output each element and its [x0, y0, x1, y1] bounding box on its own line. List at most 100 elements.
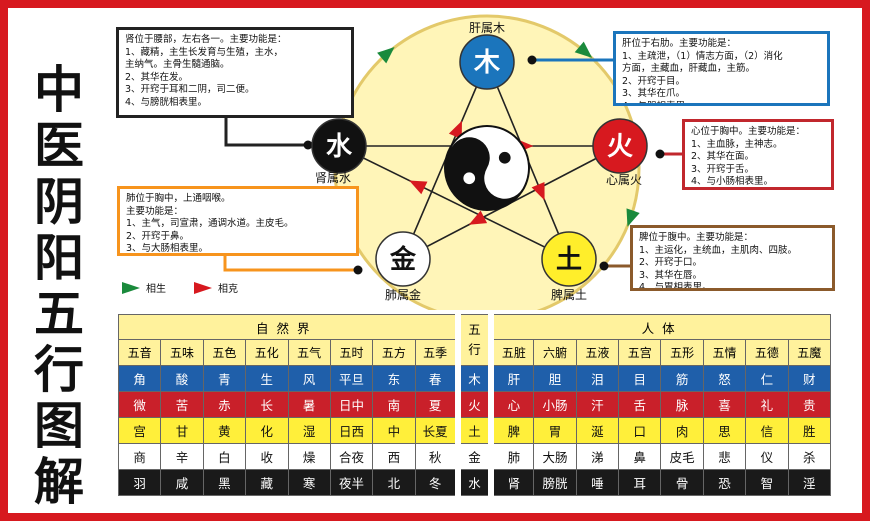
table-cell: 咸 — [160, 469, 204, 496]
element-char: 水 — [326, 132, 353, 162]
table-row: 微苦赤长暑日中南夏火心小肠汗舌脉喜礼贵 — [117, 391, 831, 418]
title-char: 图 — [34, 397, 84, 455]
element-label: 肾属水 — [315, 171, 351, 185]
table-cell: 夏 — [414, 391, 459, 418]
column-header: 五音 — [117, 339, 162, 366]
table-cell: 礼 — [745, 391, 789, 418]
table-cell: 脉 — [660, 391, 704, 418]
table-cell: 平旦 — [329, 365, 374, 392]
column-header: 五液 — [575, 339, 620, 366]
table-header-groups: 自然界五行人体 — [117, 314, 831, 366]
element-circle — [311, 118, 367, 174]
table-cell: 杀 — [787, 443, 831, 470]
element-char: 土 — [556, 245, 582, 275]
table-row: 羽咸黑藏寒夜半北冬水肾膀胱唾耳骨恐智淫 — [117, 469, 831, 496]
sheng-arrowhead — [574, 41, 593, 58]
connector-line — [223, 256, 358, 272]
table-cell: 羽 — [117, 469, 162, 496]
table-cell: 大肠 — [533, 443, 577, 470]
table-cell: 黑 — [202, 469, 247, 496]
table-cell: 赤 — [202, 391, 247, 418]
column-header: 五方 — [372, 339, 416, 366]
table-cell: 唾 — [575, 469, 620, 496]
correspondence-table: 自然界五行人体五音五味五色五化五气五时五方五季五脏六腑五液五宫五形五情五德五魔角… — [117, 314, 831, 496]
table-cell: 湿 — [287, 417, 331, 444]
table-cell: 夜半 — [329, 469, 374, 496]
legend-ke-label: 相克 — [218, 284, 238, 295]
table-cell: 仁 — [745, 365, 789, 392]
table-cell: 财 — [787, 365, 831, 392]
table-cell: 肉 — [660, 417, 704, 444]
table-cell: 胆 — [533, 365, 577, 392]
table-cell: 思 — [702, 417, 747, 444]
wuxing-header: 五行 — [454, 314, 495, 366]
table-cell: 苦 — [160, 391, 204, 418]
column-header: 五气 — [287, 339, 331, 366]
connector-dot — [599, 261, 609, 271]
table-cell: 化 — [245, 417, 289, 444]
table-cell: 智 — [745, 469, 789, 496]
table-cell: 肾 — [490, 469, 535, 496]
table-cell: 冬 — [414, 469, 459, 496]
table-cell: 肺 — [490, 443, 535, 470]
title-char: 医 — [34, 117, 84, 175]
wuxing-cell: 木 — [454, 365, 495, 392]
green-arrow-icon — [122, 281, 140, 294]
table-cell: 淫 — [787, 469, 831, 496]
column-header: 五时 — [329, 339, 374, 366]
column-header: 五味 — [160, 339, 204, 366]
table-cell: 鼻 — [618, 443, 662, 470]
title-char: 行 — [34, 341, 84, 399]
element-char: 木 — [473, 48, 500, 78]
element-label: 心属火 — [606, 173, 642, 187]
ke-arrowhead — [409, 180, 428, 195]
column-header: 五情 — [702, 339, 747, 366]
legend: 相生 相克 — [122, 280, 238, 295]
ke-arrowhead — [448, 120, 462, 140]
table-cell: 甘 — [160, 417, 204, 444]
table-cell: 藏 — [245, 469, 289, 496]
title-char: 五 — [34, 285, 84, 343]
table-cell: 小肠 — [533, 391, 577, 418]
title-char: 阴 — [34, 173, 84, 231]
info-box-fire: 心位于胸中。主要功能是： 1、主血脉，主神志。 2、其华在面。 3、开窍于舌。 … — [682, 119, 834, 190]
table-header-columns: 五音五味五色五化五气五时五方五季五脏六腑五液五宫五形五情五德五魔 — [117, 339, 831, 366]
table-cell: 角 — [117, 365, 162, 392]
table-cell: 青 — [202, 365, 247, 392]
table-cell: 舌 — [618, 391, 662, 418]
element-circle — [592, 118, 648, 174]
table-cell: 日中 — [329, 391, 374, 418]
element-circle — [459, 34, 515, 90]
table-cell: 黄 — [202, 417, 247, 444]
table-cell: 皮毛 — [660, 443, 704, 470]
table-cell: 汗 — [575, 391, 620, 418]
element-circle — [541, 231, 597, 287]
table-cell: 酸 — [160, 365, 204, 392]
red-arrow-icon — [194, 281, 212, 294]
info-box-earth: 脾位于腹中。主要功能是： 1、主运化，主统血，主肌肉、四肢。 2、开窍于口。 3… — [630, 225, 835, 291]
table-cell: 耳 — [618, 469, 662, 496]
connector-dot — [303, 140, 313, 150]
column-header: 五季 — [414, 339, 459, 366]
wuxing-header-char: 五 — [468, 322, 481, 337]
yin-yang-icon — [444, 125, 530, 211]
table-cell: 怒 — [702, 365, 747, 392]
connector-dot — [353, 265, 363, 275]
table-row: 角酸青生风平旦东春木肝胆泪目筋怒仁财 — [117, 365, 831, 392]
table-cell: 涎 — [575, 417, 620, 444]
sheng-arrowhead — [377, 47, 395, 64]
legend-sheng-label: 相生 — [146, 284, 166, 295]
table-cell: 肝 — [490, 365, 535, 392]
table-cell: 日西 — [329, 417, 374, 444]
info-box-metal: 肺位于胸中，上通咽喉。 主要功能是： 1、主气，司宣肃，通调水道。主皮毛。 2、… — [117, 186, 359, 256]
table-cell: 商 — [117, 443, 162, 470]
table-cell: 微 — [117, 391, 162, 418]
info-connectors — [223, 55, 682, 275]
table-cell: 寒 — [287, 469, 331, 496]
column-header: 五宫 — [618, 339, 662, 366]
table-cell: 东 — [372, 365, 416, 392]
